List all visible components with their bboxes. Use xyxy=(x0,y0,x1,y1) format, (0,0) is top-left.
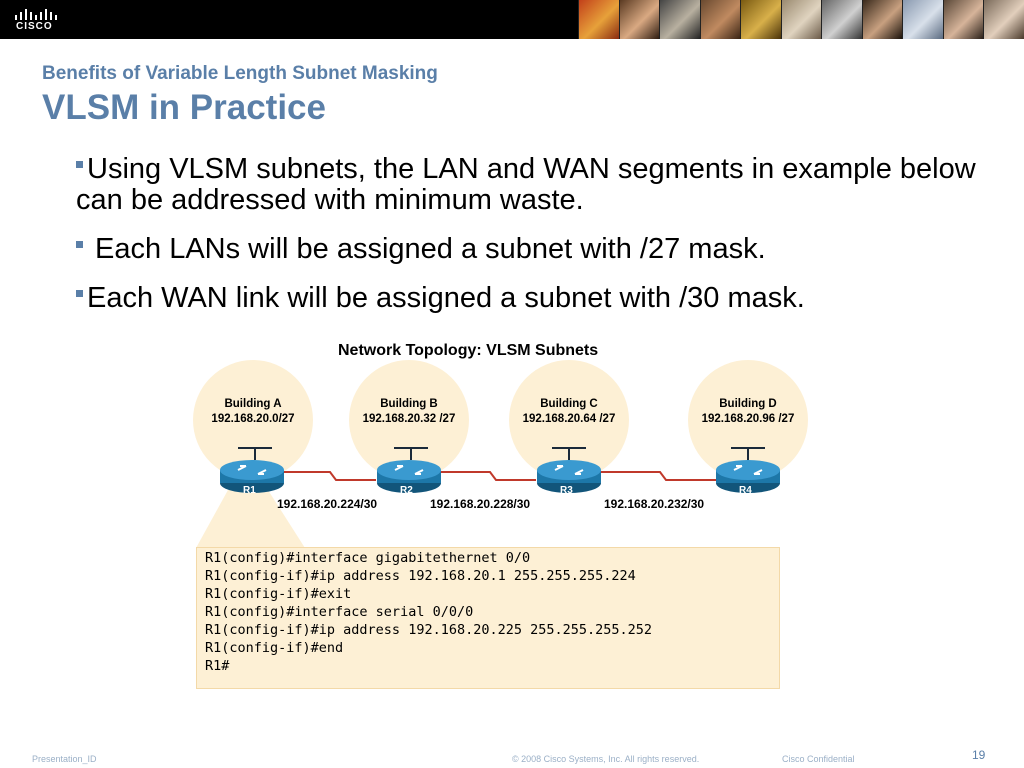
building-subnet: 192.168.20.64 /27 xyxy=(507,412,631,427)
wan-link-label: 192.168.20.232/30 xyxy=(604,497,704,511)
cli-output-box: R1(config)#interface gigabitethernet 0/0… xyxy=(196,547,780,689)
building-name: Building C xyxy=(507,397,631,412)
header-bar: CISCO xyxy=(0,0,1024,39)
slide-subtitle: Benefits of Variable Length Subnet Maski… xyxy=(42,63,438,85)
photo-tile xyxy=(983,0,1024,39)
photo-tile xyxy=(578,0,619,39)
router-label: R1 xyxy=(243,485,256,496)
bullet-square-icon xyxy=(76,290,83,297)
photo-tile xyxy=(862,0,903,39)
cli-line: R1# xyxy=(205,658,229,674)
bullet-text: Each WAN link will be assigned a subnet … xyxy=(87,282,805,314)
slide-title: VLSM in Practice xyxy=(42,88,326,128)
cli-line: R1(config)#interface serial 0/0/0 xyxy=(205,604,473,620)
bullet-square-icon xyxy=(76,161,83,168)
photo-tile xyxy=(902,0,943,39)
cisco-logo: CISCO xyxy=(14,6,58,34)
bullet-square-icon xyxy=(76,241,83,248)
building-subnet: 192.168.20.96 /27 xyxy=(686,412,810,427)
building-name: Building A xyxy=(191,397,315,412)
confidential-label: Cisco Confidential xyxy=(782,754,855,764)
bullet-list: Using VLSM subnets, the LAN and WAN segm… xyxy=(76,154,976,332)
wan-link-r2-r3 xyxy=(440,472,536,480)
building-subnet: 192.168.20.32 /27 xyxy=(347,412,471,427)
router-label: R4 xyxy=(739,485,752,496)
photo-tile xyxy=(659,0,700,39)
bullet-item: Using VLSM subnets, the LAN and WAN segm… xyxy=(76,154,976,216)
bullet-item: Each LANs will be assigned a subnet with… xyxy=(76,234,976,265)
building-name: Building D xyxy=(686,397,810,412)
photo-tile xyxy=(700,0,741,39)
bullet-text: Using VLSM subnets, the LAN and WAN segm… xyxy=(76,153,976,216)
presentation-id: Presentation_ID xyxy=(32,754,97,764)
wan-link-label: 192.168.20.224/30 xyxy=(277,497,377,511)
wan-link-label: 192.168.20.228/30 xyxy=(430,497,530,511)
cli-line: R1(config-if)#exit xyxy=(205,586,351,602)
router-label: R3 xyxy=(560,485,573,496)
building-label: Building C 192.168.20.64 /27 xyxy=(507,397,631,427)
photo-tile xyxy=(821,0,862,39)
building-label: Building B 192.168.20.32 /27 xyxy=(347,397,471,427)
photo-tile xyxy=(943,0,984,39)
cli-line: R1(config-if)#end xyxy=(205,640,343,656)
wan-link-r1-r2 xyxy=(283,472,376,480)
figure-title: Network Topology: VLSM Subnets xyxy=(338,342,598,360)
building-label: Building A 192.168.20.0/27 xyxy=(191,397,315,427)
cisco-logo-text: CISCO xyxy=(16,21,53,32)
bullet-item: Each WAN link will be assigned a subnet … xyxy=(76,283,976,314)
wan-link-r3-r4 xyxy=(600,472,716,480)
photo-tile xyxy=(740,0,781,39)
bullet-text: Each LANs will be assigned a subnet with… xyxy=(87,233,766,265)
copyright-text: © 2008 Cisco Systems, Inc. All rights re… xyxy=(512,754,699,764)
cli-line: R1(config)#interface gigabitethernet 0/0 xyxy=(205,550,530,566)
building-subnet: 192.168.20.0/27 xyxy=(191,412,315,427)
cli-line: R1(config-if)#ip address 192.168.20.1 25… xyxy=(205,568,636,584)
page-number: 19 xyxy=(972,748,985,762)
photo-tile xyxy=(619,0,660,39)
cli-line: R1(config-if)#ip address 192.168.20.225 … xyxy=(205,622,652,638)
router-label: R2 xyxy=(400,485,413,496)
photo-tile xyxy=(781,0,822,39)
building-label: Building D 192.168.20.96 /27 xyxy=(686,397,810,427)
building-name: Building B xyxy=(347,397,471,412)
photo-strip xyxy=(578,0,1024,39)
